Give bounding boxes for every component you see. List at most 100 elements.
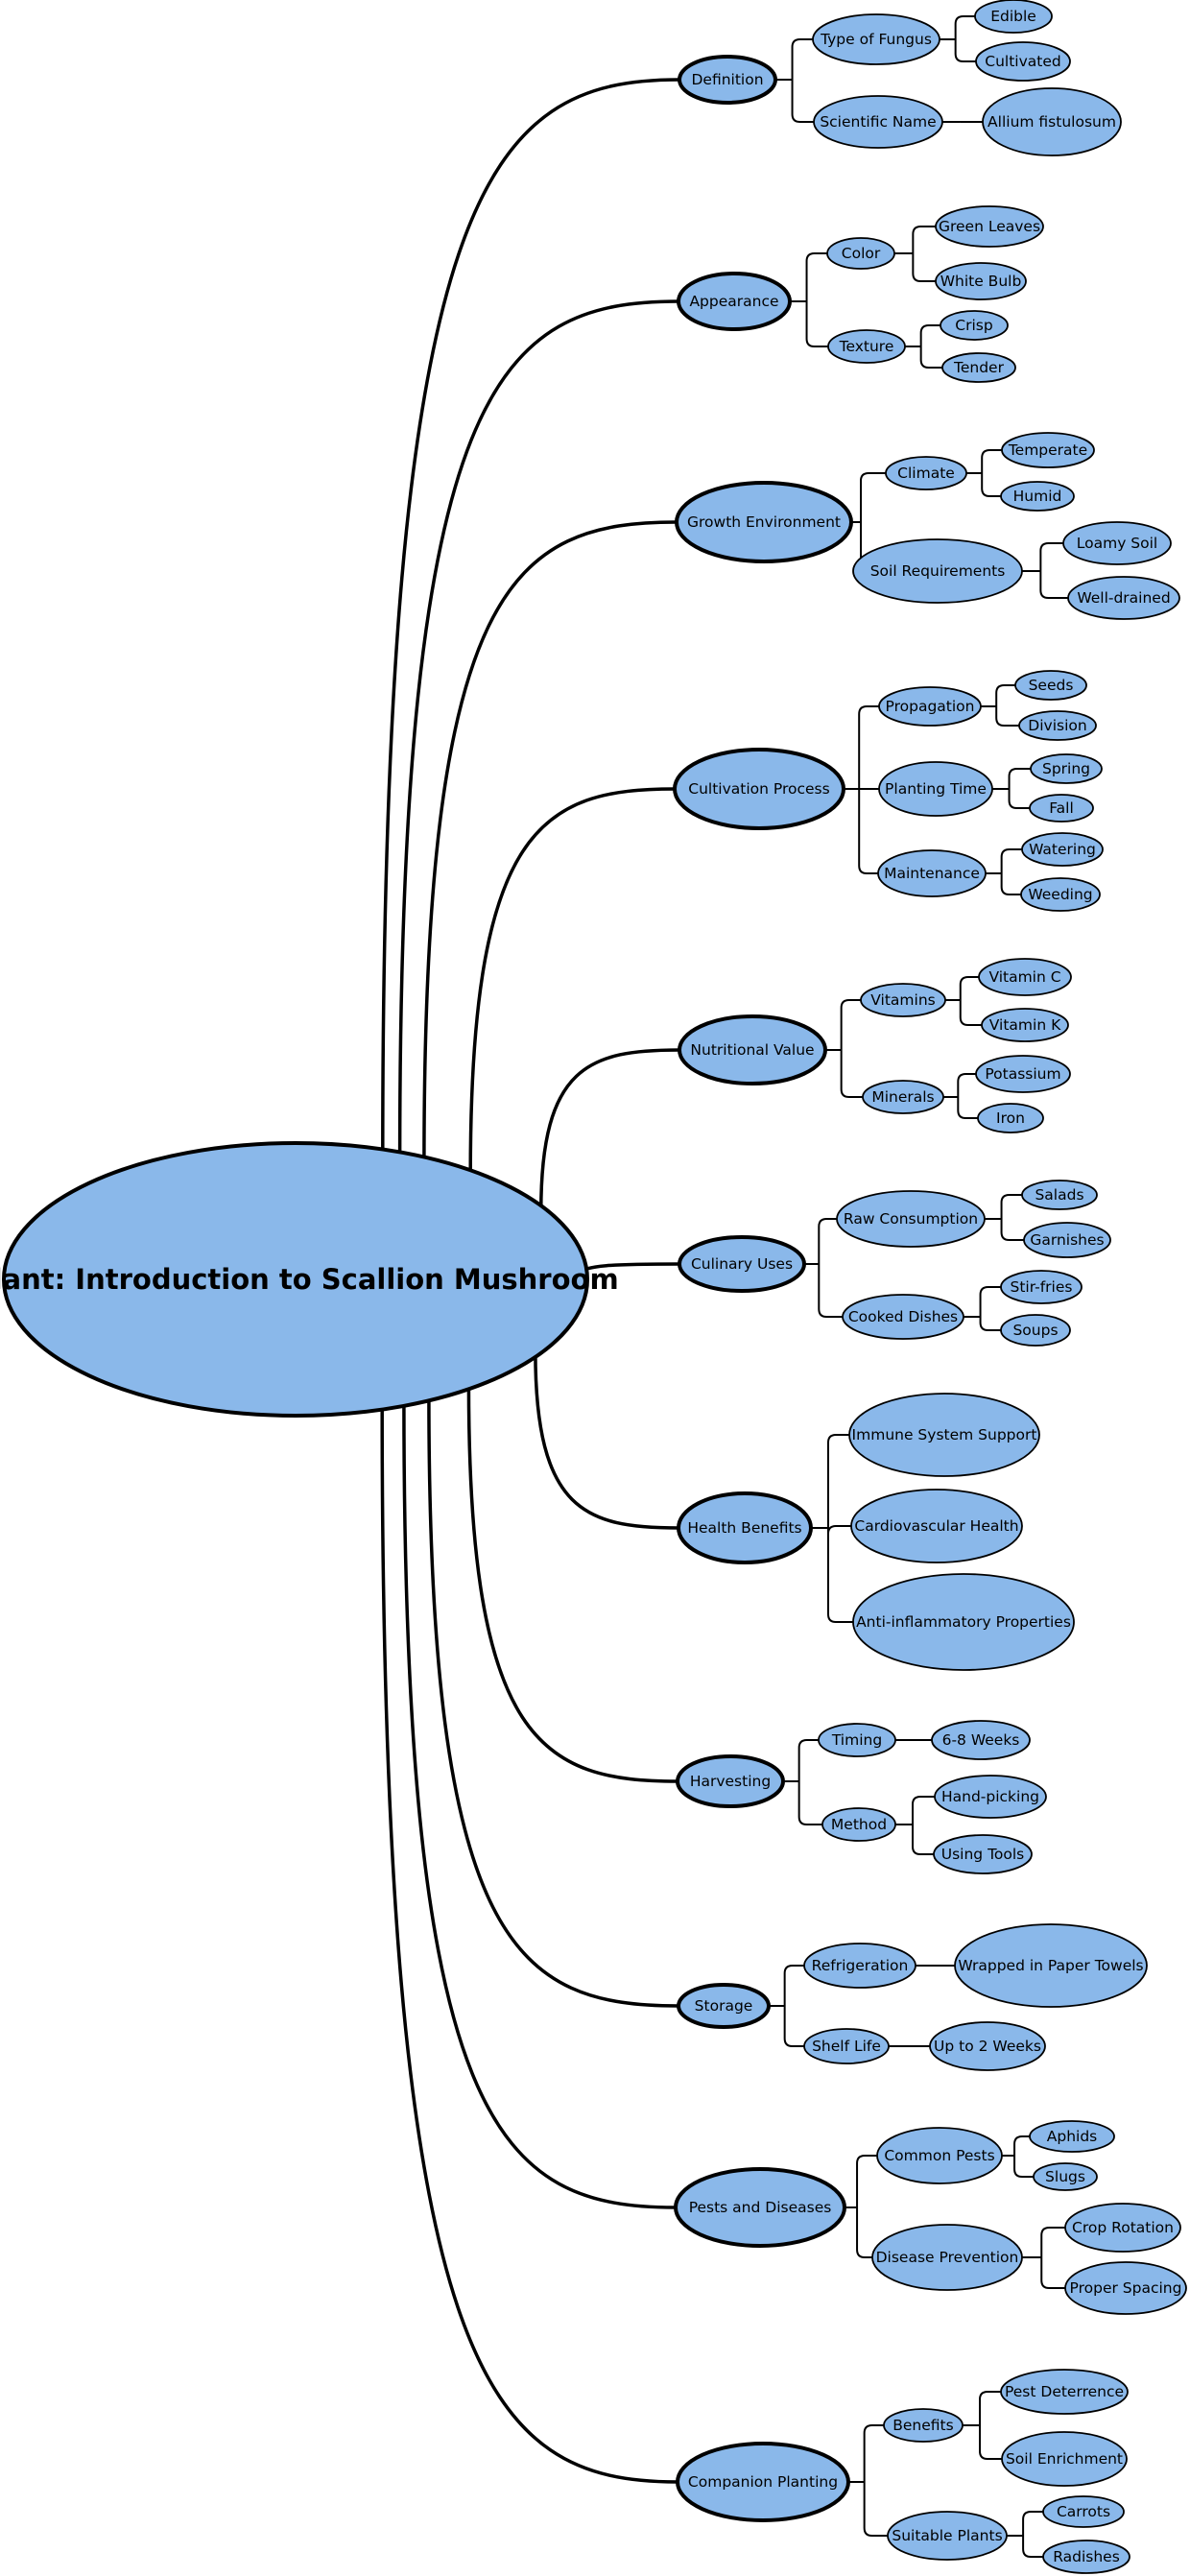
node-label: Appearance [689,293,778,310]
node-label: Watering [1029,841,1096,858]
node-label: Radishes [1053,2548,1120,2565]
connector-propagation [981,684,1019,727]
node-vitamin-k: Vitamin K [981,1008,1069,1042]
node-label: Up to 2 Weeks [934,2038,1041,2055]
node-shape [934,1775,1047,1819]
node-label: Cardiovascular Health [854,1517,1018,1535]
node-climate: Climate [885,456,967,490]
node-shape [933,1834,1033,1874]
node-shape [975,41,1071,82]
node-shape [2,1141,589,1418]
node-shape [860,983,946,1017]
connector-root-health-benefits [534,1351,679,1530]
node-shape [1033,2162,1098,2191]
node-label: Raw Consumption [844,1210,978,1228]
node-shape [1000,1270,1083,1304]
node-label: Pest Deterrence [1005,2383,1124,2400]
node-shape [871,2224,1023,2291]
connector-storage [769,1965,804,2047]
node-label: Salads [1035,1186,1083,1204]
node-well-drained: Well-drained [1067,576,1180,620]
connector-minerals [943,1073,978,1119]
node-iron: Iron [977,1103,1044,1133]
connector-cultivation-process [844,705,879,874]
node-weeding: Weeding [1020,877,1101,912]
node-label: Pests and Diseases [689,2199,832,2216]
node-shape [1029,2120,1115,2153]
node-shape [941,352,1016,383]
node-storage: Storage [677,1983,771,2029]
node-cardiovascular-health: Cardiovascular Health [850,1489,1023,1563]
node-culinary-uses: Culinary Uses [678,1235,806,1293]
node-label: Stir-fries [1011,1278,1073,1296]
connector-companion-planting [848,2424,888,2537]
node-label: Climate [897,465,955,482]
node-shape [1042,2540,1130,2574]
node-cooked-dishes: Cooked Dishes [842,1294,964,1340]
node-label: Cooked Dishes [848,1308,958,1325]
node-label: Hand-picking [941,1788,1039,1805]
node-method: Method [821,1807,896,1842]
node-texture: Texture [827,329,906,364]
node-shape [1014,670,1087,701]
node-label: Health Benefits [687,1519,801,1537]
node-label: Companion Planting [688,2473,838,2491]
node-shape [1018,710,1097,741]
node-crop-rotation: Crop Rotation [1064,2203,1181,2253]
node-label: Green Leaves [939,218,1040,235]
node-companion-planting: Companion Planting [676,2442,850,2522]
node-label: Potassium [985,1065,1060,1083]
node-label: Cultivation Process [688,780,829,798]
node-shape [1064,2261,1187,2315]
node-label: Well-drained [1077,589,1170,607]
node-shape [852,538,1023,604]
node-benefits: Benefits [883,2408,964,2443]
connector-root-harvesting [466,1385,678,1783]
node-label: Crop Rotation [1072,2219,1174,2236]
node-radishes: Radishes [1042,2540,1130,2574]
node-shape [1067,576,1180,620]
node-label: Weeding [1028,886,1092,903]
node-plant-introduction-to-scallion-mushroom: Plant: Introduction to Scallion Mushroom [0,1141,619,1418]
node-label: 6-8 Weeks [942,1731,1020,1749]
node-label: Minerals [871,1088,934,1106]
connector-root-storage [427,1397,679,2008]
connector-suitable-plants [1007,2511,1043,2558]
node-fall: Fall [1029,794,1094,823]
connector-root-appearance [397,299,679,1156]
connector-health-benefits [811,1434,853,1623]
node-shape [1021,1180,1098,1210]
node-humid: Humid [1000,481,1075,512]
node-shape [1000,481,1075,512]
node-label: Vitamin C [988,968,1060,986]
node-label: Texture [839,338,894,355]
node-minerals: Minerals [862,1080,944,1114]
node-shape [848,1393,1040,1477]
node-slugs: Slugs [1033,2162,1098,2191]
node-shape [877,849,987,897]
node-potassium: Potassium [975,1055,1071,1093]
node-label: Edible [990,8,1036,25]
node-shape [1001,2431,1128,2487]
node-definition: Definition [678,55,777,105]
node-suitable-plants: Suitable Plants [887,2511,1008,2561]
node-label: Loamy Soil [1077,535,1157,552]
node-pests-and-diseases: Pests and Diseases [674,2167,846,2248]
node-edible: Edible [974,0,1053,34]
node-label: Vitamin K [989,1016,1061,1034]
node-label: Plant: Introduction to Scallion Mushroom [0,1263,619,1296]
node-shape [981,1008,1069,1042]
node-shape [1020,877,1101,912]
node-label: Propagation [886,698,975,715]
connector-nutritional-value [825,999,863,1098]
node-label: Temperate [1008,441,1087,459]
node-shape [876,2127,1003,2184]
node-soil-requirements: Soil Requirements [852,538,1023,604]
node-shape [885,456,967,490]
node-shape [818,1723,896,1757]
node-label: Spring [1042,760,1090,777]
node-cultivated: Cultivated [975,41,1071,82]
node-shape [821,1807,896,1842]
node-tender: Tender [941,352,1016,383]
node-shape [827,329,906,364]
